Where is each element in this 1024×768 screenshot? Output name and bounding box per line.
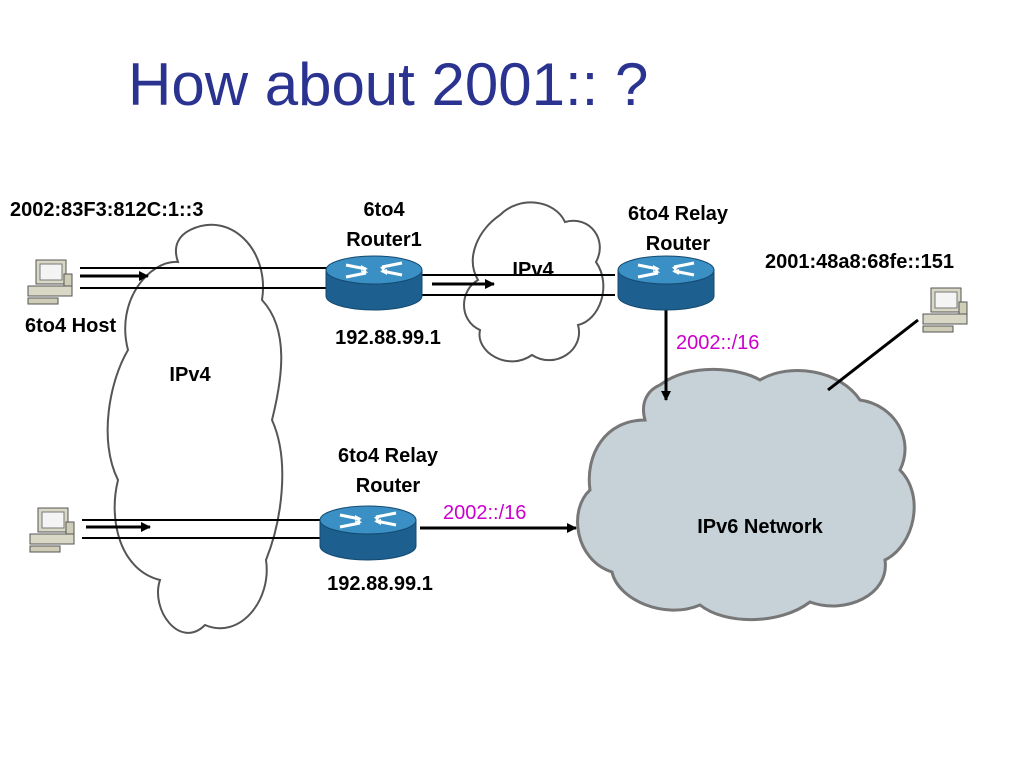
relay-bottom-label-line2: Router — [356, 475, 421, 497]
remote-link-line — [827, 318, 919, 392]
prefix-top-label: 2002::/16 — [676, 332, 759, 354]
router-icon — [318, 504, 418, 562]
relay-bottom-ip-label: 192.88.99.1 — [327, 573, 433, 595]
router1-ip-label: 192.88.99.1 — [335, 327, 441, 349]
computer-icon — [29, 507, 75, 553]
ipv4-cloud-small — [463, 201, 605, 363]
ipv6-network-label: IPv6 Network — [697, 516, 823, 538]
host-name-label: 6to4 Host — [25, 315, 116, 337]
relay-bottom-label-line1: 6to4 Relay — [338, 445, 439, 467]
host-address-label: 2002:83F3:812C:1::3 — [10, 199, 203, 221]
router1-label-line2: Router1 — [346, 229, 422, 251]
ipv4-small-label: IPv4 — [512, 259, 554, 281]
remote-address-label: 2001:48a8:68fe::151 — [765, 251, 954, 273]
ipv4-left-label: IPv4 — [169, 364, 211, 386]
ipv6-cloud — [576, 367, 916, 622]
relay-top-label-line1: 6to4 Relay — [628, 203, 729, 225]
router-icon — [324, 254, 424, 312]
ipv4-cloud-left — [106, 223, 284, 634]
router-icon — [616, 254, 716, 312]
computer-icon — [922, 287, 968, 333]
prefix-bottom-label: 2002::/16 — [443, 502, 526, 524]
computer-icon — [27, 259, 73, 305]
relay-top-label-line2: Router — [646, 233, 711, 255]
slide-title: How about 2001:: ? — [128, 51, 649, 118]
router1-label-line1: 6to4 — [363, 199, 405, 221]
